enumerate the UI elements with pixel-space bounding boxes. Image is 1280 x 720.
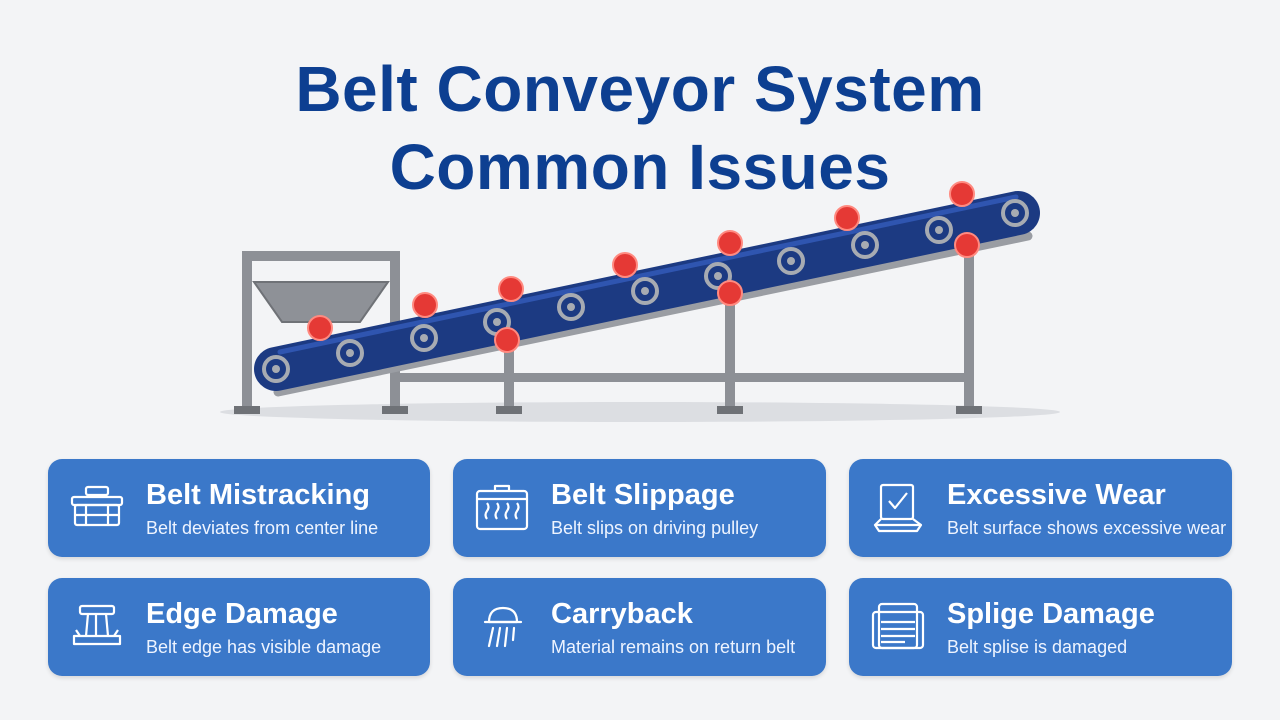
- issue-description: Belt edge has visible damage: [146, 637, 382, 657]
- roller-hub: [861, 241, 869, 249]
- issue-marker: [498, 276, 524, 302]
- splice-document-icon: [867, 600, 929, 654]
- roller-hub: [346, 349, 354, 357]
- roller-hub: [567, 303, 575, 311]
- issue-marker: [717, 230, 743, 256]
- issue-description: Material remains on return belt: [551, 637, 796, 657]
- damaged-edge-icon: [66, 600, 128, 654]
- issue-title: Belt Slippage: [551, 479, 735, 511]
- issue-description: Belt deviates from center line: [146, 518, 379, 538]
- issue-marker-group: [307, 181, 980, 353]
- roller-hub: [493, 318, 501, 326]
- title-line-2: Common Issues: [389, 131, 891, 203]
- issue-title: Excessive Wear: [947, 479, 1166, 511]
- issue-card-excessive-wear[interactable]: Excessive Wear Belt surface shows excess…: [849, 459, 1232, 557]
- issue-marker: [717, 280, 743, 306]
- return-belt-rail: [273, 231, 1033, 397]
- support-structure: [390, 240, 982, 414]
- belt-top-highlight: [277, 194, 1019, 355]
- issue-card-belt-slippage[interactable]: Belt Slippage Belt slips on driving pull…: [453, 459, 826, 557]
- issue-marker: [949, 181, 975, 207]
- issue-description: Belt splise is damaged: [947, 637, 1128, 657]
- issue-card-splice-damage[interactable]: Splige Damage Belt splise is damaged: [849, 578, 1232, 676]
- issue-marker: [494, 327, 520, 353]
- issue-title: Belt Mistracking: [146, 479, 370, 511]
- issue-description: Belt slips on driving pulley: [551, 518, 759, 538]
- hopper: [252, 281, 390, 323]
- title-line-1: Belt Conveyor System: [295, 53, 985, 125]
- issue-title: Carryback: [551, 598, 693, 630]
- roller-hub: [641, 287, 649, 295]
- roller-hub: [787, 257, 795, 265]
- slipping-pulley-icon: [471, 481, 533, 535]
- roller-hub: [420, 334, 428, 342]
- roller-hub: [272, 365, 280, 373]
- conveyor-diagram: [220, 181, 1060, 422]
- issue-card-belt-mistracking[interactable]: Belt Mistracking Belt deviates from cent…: [48, 459, 430, 557]
- page-title: Belt Conveyor System Common Issues: [0, 50, 1280, 206]
- issue-marker: [412, 292, 438, 318]
- issue-marker: [834, 205, 860, 231]
- issue-title: Splige Damage: [947, 598, 1155, 630]
- issue-card-edge-damage[interactable]: Edge Damage Belt edge has visible damage: [48, 578, 430, 676]
- issue-marker: [307, 315, 333, 341]
- falling-material-icon: [471, 600, 533, 654]
- ground-shadow: [220, 402, 1060, 422]
- tray-alignment-icon: [66, 481, 128, 535]
- roller-hub: [935, 226, 943, 234]
- roller-hub: [714, 272, 722, 280]
- roller-hub: [1011, 209, 1019, 217]
- issue-marker: [612, 252, 638, 278]
- roller-group: [262, 199, 1029, 383]
- worn-surface-icon: [867, 481, 929, 535]
- issue-title: Edge Damage: [146, 598, 338, 630]
- issue-description: Belt surface shows excessive wear: [947, 518, 1227, 538]
- issue-card-carryback[interactable]: Carryback Material remains on return bel…: [453, 578, 826, 676]
- issue-marker: [954, 232, 980, 258]
